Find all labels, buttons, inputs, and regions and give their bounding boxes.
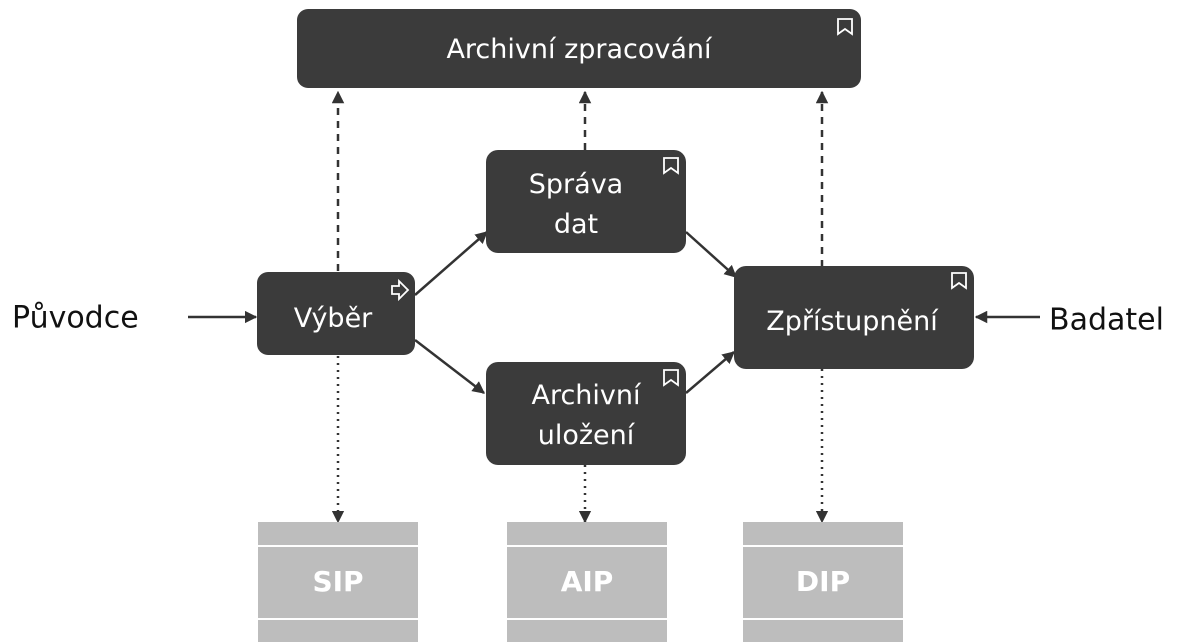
package-dip-label: DIP [796,565,850,598]
actor-originator-label: Původce [12,301,139,336]
arrow-selection-to-data-management [414,231,488,296]
arrow-selection-to-archival-storage [414,339,485,394]
node-data-management: Správa dat [486,150,686,253]
node-access-label: Zpřístupnění [766,306,939,337]
bookmark-icon [663,157,679,175]
node-selection-label: Výběr [294,303,373,334]
node-archival-storage-label-line1: Archivní [531,380,642,411]
node-archival-processing-label: Archivní zpracování [446,34,713,65]
actor-researcher-label: Badatel [1049,303,1164,338]
arrow-archival-storage-to-access [685,351,735,394]
node-access: Zpřístupnění [734,266,974,369]
package-sip-label: SIP [312,565,363,598]
bookmark-icon [837,18,853,36]
bookmark-icon [951,272,967,290]
package-aip-label: AIP [561,565,614,598]
node-data-management-label-line1: Správa [529,169,623,200]
bookmark-icon [663,369,679,387]
node-archival-storage-label-line2: uložení [538,420,636,451]
package-sip: SIP [258,522,418,642]
connectors [188,90,1040,524]
node-selection: Výběr [257,272,415,355]
package-aip: AIP [507,522,667,642]
node-archival-storage: Archivní uložení [486,362,686,465]
package-dip: DIP [743,522,903,642]
arrow-right-icon [391,278,410,302]
node-archival-processing: Archivní zpracování [297,9,861,88]
arrow-data-management-to-access [685,231,737,278]
node-data-management-label-line2: dat [554,209,598,240]
